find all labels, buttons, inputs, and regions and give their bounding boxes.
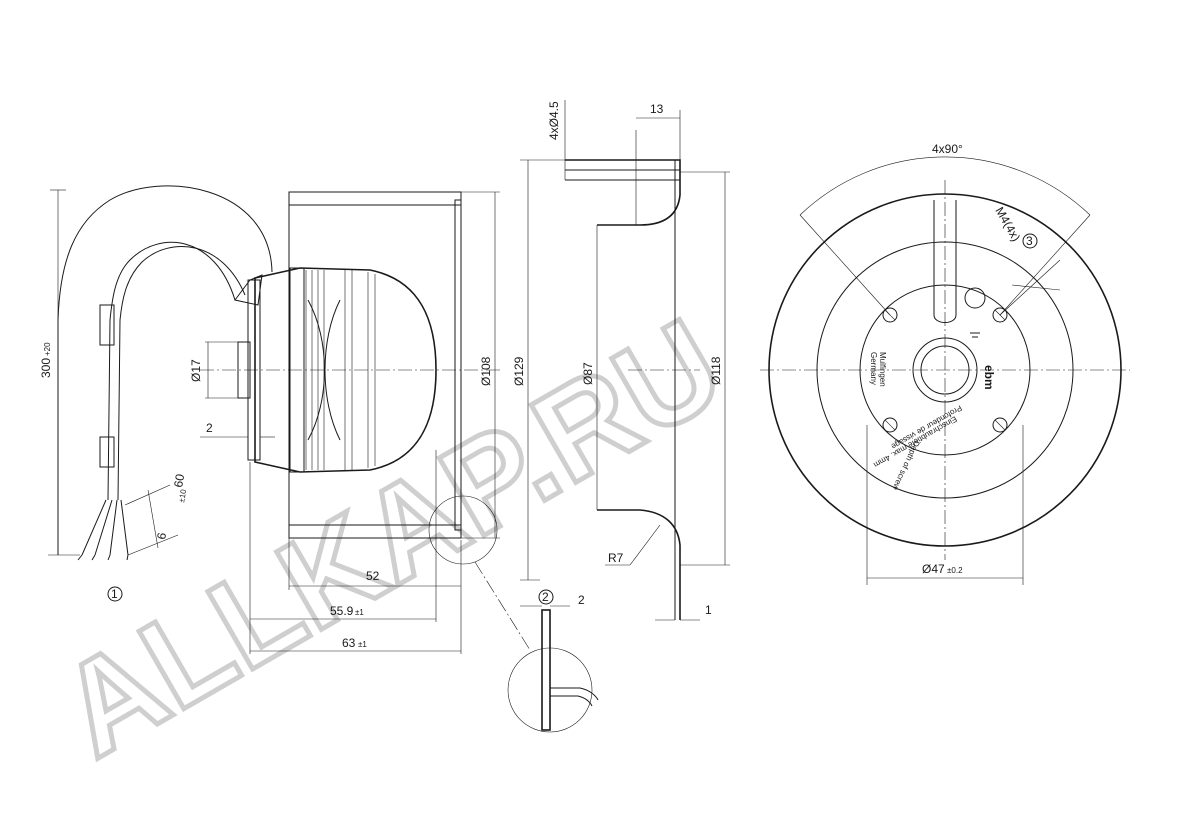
- dim-depth-55: 55.9: [330, 604, 354, 618]
- dim-housing: Ø129: [512, 356, 526, 386]
- side-view: Ø17 2 Ø108 Ø129 52 55.9 ±1 63 ±1: [189, 159, 600, 654]
- callout-2: 2: [542, 590, 549, 604]
- dim-cable-length: 300: [39, 358, 53, 378]
- dim-angle: 4x90°: [932, 142, 963, 156]
- brand-label: ebm: [982, 365, 996, 390]
- callout-1-circle: [107, 586, 123, 602]
- cable-view: 300 +20 60 ±10 6 1: [39, 185, 273, 602]
- dim-depth-63-tol: ±1: [358, 640, 367, 649]
- dim-strip-length: 60: [171, 473, 187, 489]
- label-line2: Germany: [869, 352, 878, 385]
- dim-flange-thickness: 2: [206, 421, 213, 435]
- watermark: ALLKAP.RU: [36, 291, 745, 785]
- dim-strip-end: 6: [154, 531, 169, 540]
- dim-depth-55-tol: ±1: [355, 608, 364, 617]
- dim-hub: Ø108: [479, 356, 493, 386]
- mount-hole-2: [992, 307, 1008, 323]
- mount-hole-3: [882, 417, 898, 433]
- label-line3: Profondeur de vissage: [889, 403, 963, 451]
- dim-cable-length-tol: +20: [43, 342, 52, 356]
- dim-inlet: Ø87: [581, 362, 595, 385]
- dim-depth-63: 63: [342, 636, 356, 650]
- front-view: ebm Mulfingen Germany Profondeur de viss…: [760, 142, 1130, 585]
- dim-depth-13: 13: [650, 102, 664, 116]
- callout-1: 1: [111, 587, 118, 601]
- section-view: 4xØ4.5 13 Ø87 Ø118 R7 1: [547, 100, 730, 621]
- dim-wheel-depth: 52: [366, 569, 380, 583]
- dim-lip-thickness: 1: [705, 603, 712, 617]
- dim-outer: Ø118: [709, 356, 723, 385]
- dim-mount-holes: 4xØ4.5: [547, 101, 561, 140]
- detail-view: 2 2: [507, 589, 599, 733]
- label-line1: Mulfingen: [878, 352, 887, 387]
- callout-3: 3: [1026, 234, 1033, 248]
- dim-bolt-circle: Ø47: [922, 562, 945, 576]
- dim-bolt-circle-tol: ±0.2: [947, 566, 963, 575]
- dim-detail-thickness: 2: [578, 593, 585, 607]
- mount-hole-4: [992, 417, 1008, 433]
- mount-hole-1: [882, 307, 898, 323]
- dim-radius: R7: [608, 551, 624, 565]
- dim-strip-length-tol: ±10: [177, 488, 188, 503]
- dim-shaft: Ø17: [189, 359, 203, 382]
